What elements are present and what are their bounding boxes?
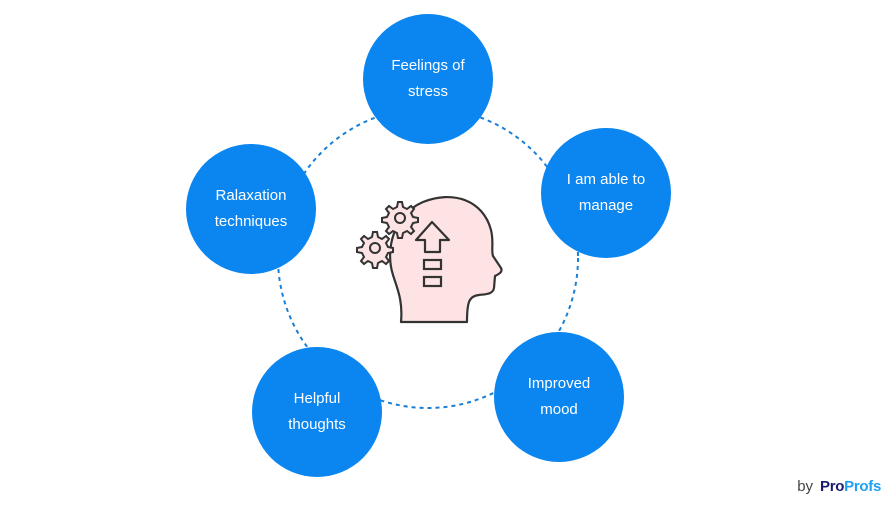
gear-icon — [381, 201, 419, 239]
proprofs-logo: by ProProfs — [797, 478, 881, 495]
gear-icon — [356, 231, 394, 269]
node-improved-mood: Improved mood — [494, 332, 624, 462]
node-relaxation-techniques: Ralaxation techniques — [186, 144, 316, 274]
node-helpful-thoughts: Helpful thoughts — [252, 347, 382, 477]
up-arrow-icon — [414, 220, 451, 254]
node-feelings-of-stress: Feelings of stress — [363, 14, 493, 144]
node-able-to-manage: I am able to manage — [541, 128, 671, 258]
head-with-gears-icon — [356, 195, 503, 324]
